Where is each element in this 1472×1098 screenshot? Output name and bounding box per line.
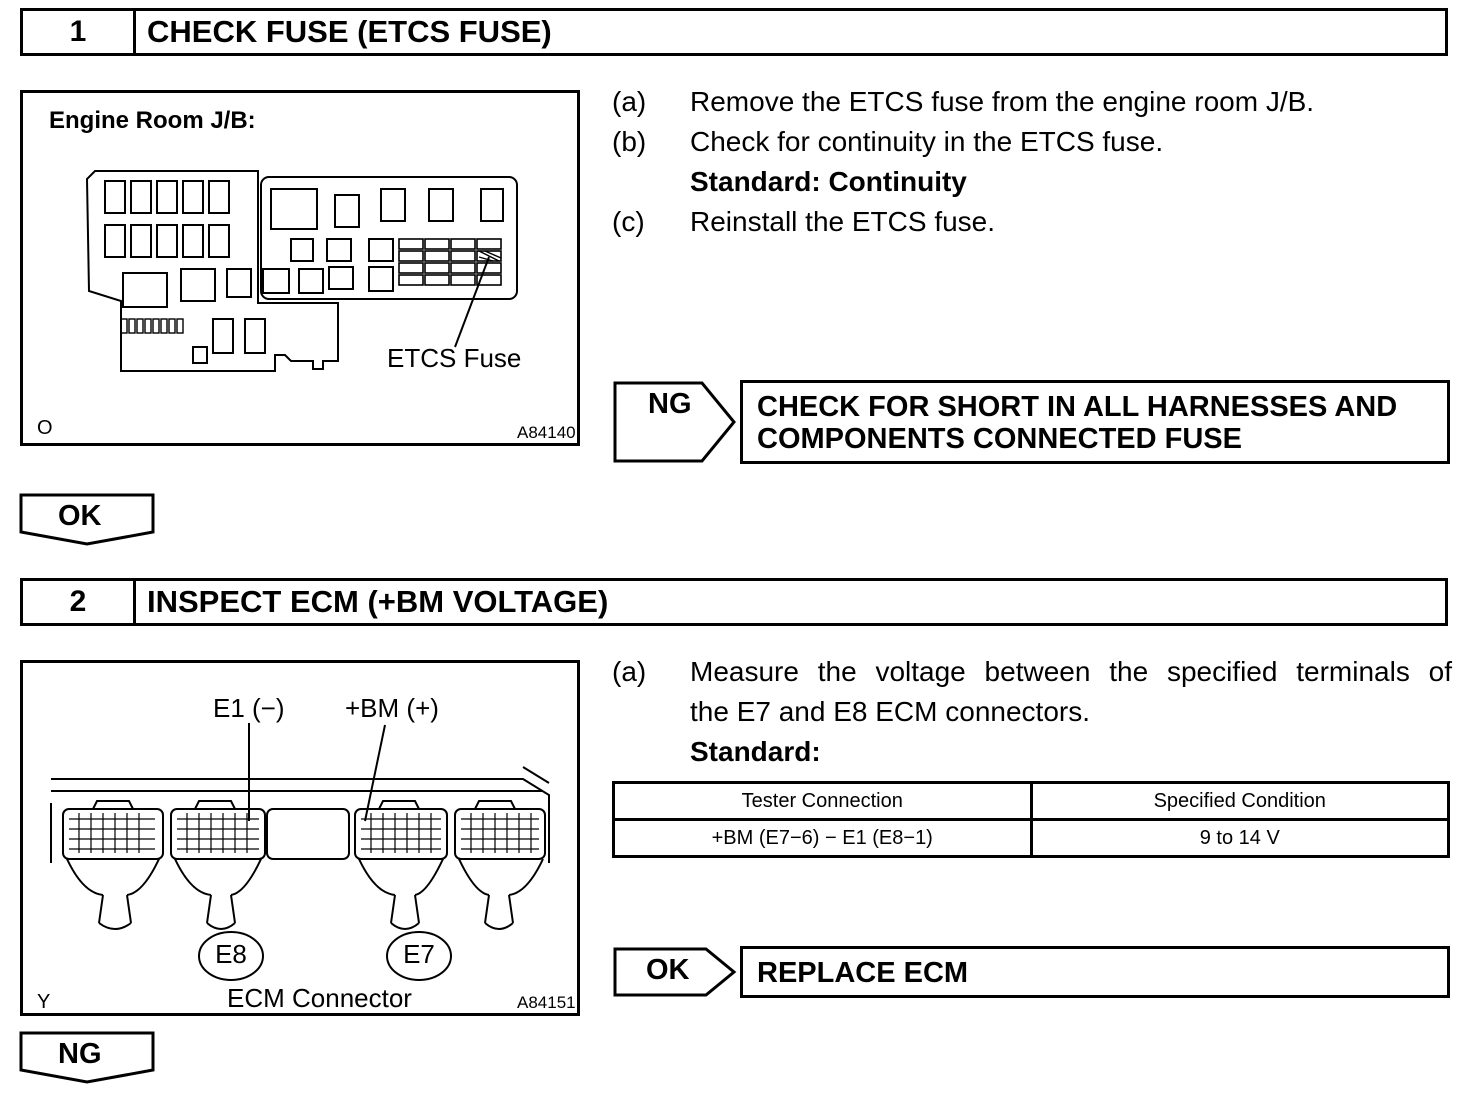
right-arrow-tag-icon	[613, 381, 736, 463]
instruction-label: (b)	[612, 126, 647, 157]
etcs-fuse-label: ETCS Fuse	[387, 343, 522, 373]
instruction-text: Reinstall the ETCS fuse.	[690, 206, 996, 237]
table-header: Specified Condition	[1029, 781, 1450, 821]
table-header-row: Tester Connection Specified Condition	[612, 781, 1450, 821]
connector-e7-label: E7	[403, 939, 435, 969]
table-row: +BM (E7−6) − E1 (E8−1) 9 to 14 V	[612, 818, 1450, 858]
connector-e8-label: E8	[215, 939, 247, 969]
step-title: INSPECT ECM (+BM VOLTAGE)	[147, 584, 609, 619]
ok-flow-label: OK	[58, 500, 102, 532]
ng-result-line-2: COMPONENTS CONNECTED FUSE	[757, 423, 1242, 455]
table-cell: +BM (E7−6) − E1 (E8−1)	[612, 818, 1033, 858]
ok-result-tag: OK	[612, 946, 738, 998]
ok-result-box: REPLACE ECM	[740, 946, 1450, 998]
figure-corner-code: Y	[37, 991, 51, 1013]
e1-terminal-label: E1 (−)	[213, 693, 285, 723]
step-1-header: 1 CHECK FUSE (ETCS FUSE)	[20, 8, 1448, 56]
ecm-connectors-diagram	[50, 723, 550, 981]
ng-result-tag: NG	[612, 380, 738, 464]
instruction-text: the E7 and E8 ECM connectors.	[690, 696, 1090, 727]
step-number: 2	[23, 581, 136, 623]
step-title: CHECK FUSE (ETCS FUSE)	[147, 14, 552, 49]
ok-result-text: REPLACE ECM	[757, 957, 969, 989]
spec-table: Tester Connection Specified Condition +B…	[612, 781, 1450, 858]
instruction-label: (c)	[612, 206, 645, 237]
step-number: 1	[23, 11, 136, 53]
figure-caption: ECM Connector	[227, 983, 412, 1013]
standard-text: Standard:	[690, 736, 821, 767]
ng-result-line-1: CHECK FOR SHORT IN ALL HARNESSES AND	[757, 391, 1398, 423]
figure-heading: Engine Room J/B:	[49, 107, 256, 134]
ecm-connector-figure: E1 (−) +BM (+)	[20, 660, 580, 1016]
engine-room-jb-diagram	[85, 170, 518, 372]
figure-ref-id: A84140	[517, 423, 576, 442]
instruction-label: (a)	[612, 86, 647, 117]
ng-flow-label: NG	[58, 1038, 102, 1070]
ng-tag-label: NG	[648, 388, 692, 420]
standard-text: Standard: Continuity	[690, 166, 967, 197]
table-cell: 9 to 14 V	[1029, 818, 1450, 858]
instruction-label: (a)	[612, 656, 647, 687]
instruction-text: Measure the voltage between the specifie…	[690, 656, 1452, 687]
right-arrow-tag-icon	[613, 947, 737, 997]
table-header: Tester Connection	[612, 781, 1033, 821]
ok-tag-label: OK	[646, 954, 690, 986]
ng-flow-arrow: NG	[18, 1030, 156, 1084]
ok-flow-arrow: OK	[18, 492, 156, 546]
figure-corner-code: O	[37, 417, 53, 439]
figure-ref-id: A84151	[517, 993, 576, 1012]
step-2-header: 2 INSPECT ECM (+BM VOLTAGE)	[20, 578, 1448, 626]
instruction-text: Check for continuity in the ETCS fuse.	[690, 126, 1164, 157]
fuse-box-figure: Engine Room J/B:	[20, 90, 580, 446]
bm-terminal-label: +BM (+)	[345, 693, 439, 723]
instruction-text: Remove the ETCS fuse from the engine roo…	[690, 86, 1315, 117]
down-arrow-tag-icon	[19, 493, 155, 546]
down-arrow-tag-icon	[19, 1031, 155, 1084]
ng-result-box: CHECK FOR SHORT IN ALL HARNESSES AND COM…	[740, 380, 1450, 464]
